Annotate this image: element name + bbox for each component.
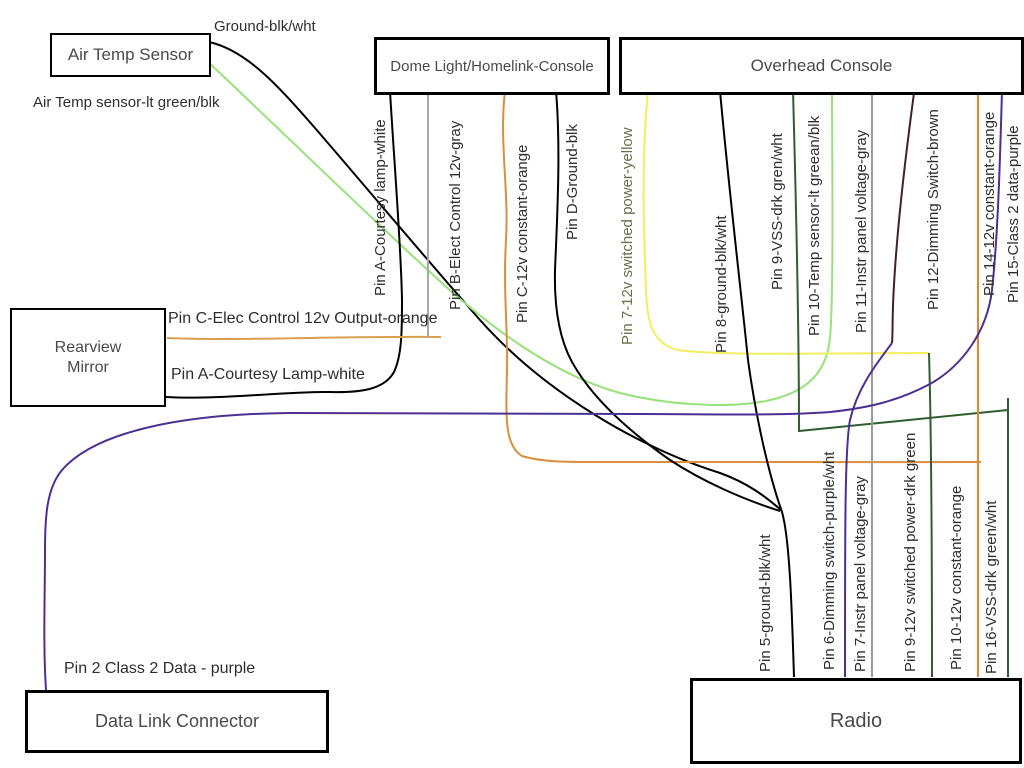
air-temp-green-wire — [205, 59, 834, 406]
dome-light-box: Dome Light/Homelink-Console — [374, 37, 610, 95]
ground-blk-wht-label: Ground-blk/wht — [214, 18, 316, 35]
mirror-pin-c-label: Pin C-Elec Control 12v Output-orange — [168, 310, 438, 327]
pin-c-constant-label: Pin C-12v constant-orange — [514, 144, 531, 323]
pin-15-class2-label: Pin 15-Class 2 data-purple — [1005, 125, 1022, 303]
dome-const-orange-wire — [502, 90, 982, 464]
radio-switched-green-wire — [928, 352, 933, 678]
air-temp-sensor-box: Air Temp Sensor — [50, 33, 211, 77]
pin-7-yellow-label: Pin 7-12v switched power-yellow — [619, 127, 636, 345]
rearview-mirror-box: Rearview Mirror — [10, 308, 166, 407]
mirror-elec-orange-wire — [166, 335, 442, 340]
pin-a-courtesy-label: Pin A-Courtesy lamp-white — [372, 119, 389, 296]
dome-light-label: Dome Light/Homelink-Console — [390, 57, 594, 75]
pin-5-ground-label: Pin 5-ground-blk/wht — [757, 534, 774, 672]
data-link-connector-label: Data Link Connector — [94, 711, 260, 731]
pin-14-constant-label: Pin 14-12v constant-orange — [981, 111, 998, 296]
overhead-yellow-wire — [642, 90, 930, 355]
air-temp-ground-wire — [208, 41, 782, 511]
pin-10-constant-label: Pin 10-12v constant-orange — [948, 485, 965, 670]
class2-purple-wire — [43, 90, 1003, 691]
dlc-pin-2-label: Pin 2 Class 2 Data - purple — [64, 660, 256, 677]
pin-8-ground-label: Pin 8-ground-blk/wht — [713, 215, 730, 353]
pin-7-instr-label: Pin 7-Instr panel voltage-gray — [852, 476, 869, 672]
radio-box: Radio — [690, 678, 1022, 764]
radio-label: Radio — [829, 709, 883, 732]
mirror-courtesy-wire — [165, 90, 404, 399]
pin-b-elect-label: Pin B-Elect Control 12v-gray — [447, 120, 464, 310]
rearview-mirror-label: Rearview Mirror — [54, 338, 122, 376]
overhead-ground-wire — [719, 90, 795, 678]
overhead-console-label: Overhead Console — [750, 56, 893, 75]
pin-9-vss-label: Pin 9-VSS-drk gren/wht — [769, 133, 786, 290]
dome-ground-wire — [553, 90, 781, 512]
radio-dimming-purple-wire — [844, 342, 893, 678]
overhead-vss-green-wire — [792, 90, 1009, 433]
pin-9-switched-label: Pin 9-12v switched power-drk green — [902, 432, 919, 672]
overhead-console-box: Overhead Console — [619, 37, 1024, 95]
air-temp-green-label: Air Temp sensor-lt green/blk — [33, 94, 220, 111]
data-link-connector-box: Data Link Connector — [25, 690, 329, 753]
pin-6-dimming-label: Pin 6-Dimming switch-purple/wht — [821, 451, 838, 670]
pin-d-ground-label: Pin D-Ground-blk — [564, 124, 581, 240]
mirror-pin-a-label: Pin A-Courtesy Lamp-white — [171, 366, 365, 383]
pin-12-dimming-label: Pin 12-Dimming Switch-brown — [925, 109, 942, 310]
pin-10-temp-label: Pin 10-Temp sensor-lt greean/blk — [806, 115, 823, 336]
air-temp-sensor-label: Air Temp Sensor — [67, 45, 194, 64]
overhead-brown-wire — [891, 92, 915, 344]
pin-16-vss-label: Pin 16-VSS-drk green/wht — [983, 500, 1000, 674]
pin-11-instr-label: Pin 11-Instr panel voltage-gray — [853, 129, 870, 333]
